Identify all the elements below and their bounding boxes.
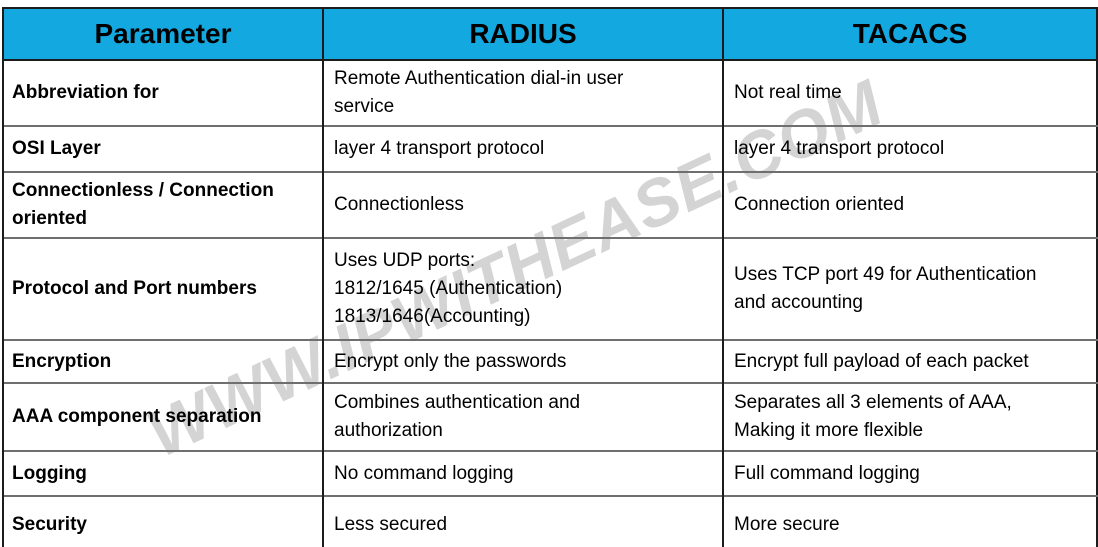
tacacs-cell: Encrypt full payload of each packet xyxy=(722,339,1097,383)
table-row: Security Less secured More secure xyxy=(2,495,1097,547)
tacacs-cell: layer 4 transport protocol xyxy=(722,125,1097,172)
row-label: Connectionless / Connection oriented xyxy=(2,171,323,238)
table-row: Logging No command logging Full command … xyxy=(2,450,1097,496)
row-label: OSI Layer xyxy=(2,125,323,172)
radius-cell: Connectionless xyxy=(322,171,723,238)
row-label: Security xyxy=(2,495,323,547)
tacacs-cell: Uses TCP port 49 for Authentication and … xyxy=(722,237,1097,340)
header-cell-parameter: Parameter xyxy=(2,8,323,61)
tacacs-cell: Not real time xyxy=(722,59,1097,126)
radius-cell: Remote Authentication dial-in user servi… xyxy=(322,59,723,126)
table-row: Encryption Encrypt only the passwords En… xyxy=(2,339,1097,383)
tacacs-cell: Connection oriented xyxy=(722,171,1097,238)
row-label: AAA component separation xyxy=(2,382,323,451)
row-label: Protocol and Port numbers xyxy=(2,237,323,340)
radius-cell: Less secured xyxy=(322,495,723,547)
tacacs-cell: Separates all 3 elements of AAA, Making … xyxy=(722,382,1097,451)
row-label: Abbreviation for xyxy=(2,59,323,126)
tacacs-cell: More secure xyxy=(722,495,1097,547)
header-cell-tacacs: TACACS xyxy=(722,8,1097,61)
radius-cell: Combines authentication and authorizatio… xyxy=(322,382,723,451)
comparison-table: Parameter RADIUS TACACS Abbreviation for… xyxy=(2,7,1098,547)
row-label: Encryption xyxy=(2,339,323,383)
table-row: OSI Layer layer 4 transport protocol lay… xyxy=(2,125,1097,172)
table-row: Protocol and Port numbers Uses UDP ports… xyxy=(2,237,1097,340)
radius-cell: Uses UDP ports: 1812/1645 (Authenticatio… xyxy=(322,237,723,340)
radius-cell: No command logging xyxy=(322,450,723,496)
row-label: Logging xyxy=(2,450,323,496)
table-row: Abbreviation for Remote Authentication d… xyxy=(2,59,1097,126)
table-row: AAA component separation Combines authen… xyxy=(2,382,1097,451)
tacacs-cell: Full command logging xyxy=(722,450,1097,496)
radius-cell: Encrypt only the passwords xyxy=(322,339,723,383)
table-row: Connectionless / Connection oriented Con… xyxy=(2,171,1097,238)
header-cell-radius: RADIUS xyxy=(322,8,723,61)
header-row: Parameter RADIUS TACACS xyxy=(2,8,1097,61)
radius-cell: layer 4 transport protocol xyxy=(322,125,723,172)
